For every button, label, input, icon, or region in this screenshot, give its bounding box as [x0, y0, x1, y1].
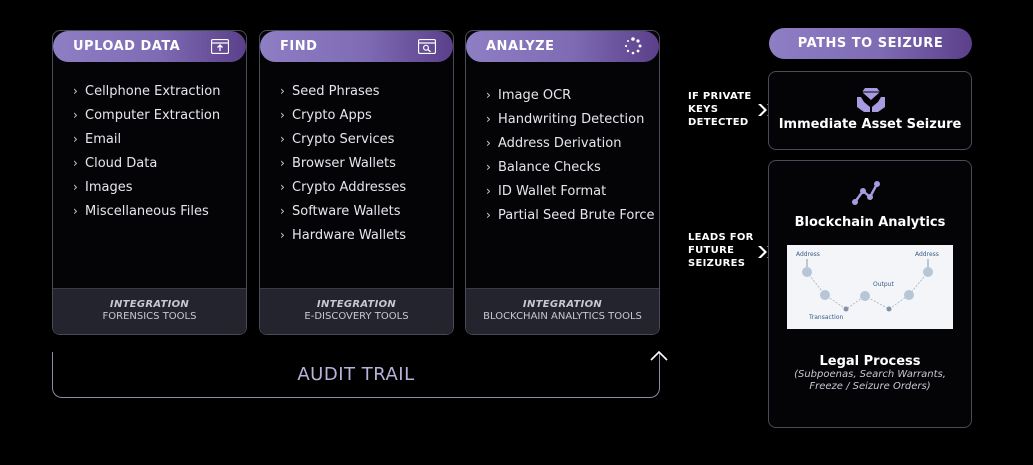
chevron-right-icon: ›: [486, 112, 491, 126]
list-item: ›Cellphone Extraction: [73, 83, 221, 99]
upload-data-list: ›Cellphone Extraction ›Computer Extracti…: [73, 79, 220, 223]
list-item: ›Address Derivation: [486, 135, 622, 151]
private-keys-label: IF PRIVATE KEYS DETECTED: [688, 91, 752, 128]
upload-icon: [211, 39, 229, 54]
integration-title: INTEGRATION: [522, 299, 603, 310]
legal-process-subtitle: (Subpoenas, Search Warrants, Freeze / Se…: [794, 369, 946, 392]
graph-nodes-icon: [852, 181, 880, 205]
list-item: ›Balance Checks: [486, 159, 601, 175]
analyze-list: ›Image OCR ›Handwriting Detection ›Addre…: [486, 83, 655, 227]
legal-process-title: Legal Process: [819, 354, 921, 369]
ediscovery-integration: INTEGRATION E-DISCOVERY TOOLS: [260, 288, 453, 334]
integration-title: INTEGRATION: [109, 299, 190, 310]
chevron-right-icon: ›: [280, 228, 285, 242]
list-item: ›Email: [73, 131, 122, 147]
integration-subtitle: FORENSICS TOOLS: [102, 311, 197, 322]
list-item: ›Partial Seed Brute Force: [486, 207, 655, 223]
immediate-seizure-title: Immediate Asset Seizure: [778, 117, 962, 132]
blockchain-analytics-box: Blockchain Analytics Address Address Out…: [768, 160, 972, 428]
forensics-integration: INTEGRATION FORENSICS TOOLS: [53, 288, 246, 334]
paths-to-seizure-title: PATHS TO SEIZURE: [797, 36, 944, 51]
chevron-up-icon: [650, 350, 668, 361]
address-left-label: Address: [796, 251, 820, 258]
chevron-right-icon: ›: [486, 88, 491, 102]
chevron-right-icon: ›: [73, 132, 78, 146]
chevron-right-icon: ›: [73, 108, 78, 122]
list-item: ›Crypto Services: [280, 131, 395, 147]
audit-trail-title: AUDIT TRAIL: [297, 364, 415, 385]
upload-data-column: UPLOAD DATA ›Cellphone Extraction ›Compu…: [52, 30, 247, 335]
find-list: ›Seed Phrases ›Crypto Apps ›Crypto Servi…: [280, 79, 406, 247]
find-column: FIND ›Seed Phrases ›Crypto Apps ›Crypto …: [259, 30, 454, 335]
hand-diamond-icon: [857, 88, 885, 112]
chevron-right-icon: ›: [280, 204, 285, 218]
chevron-right-icon: ›: [73, 204, 78, 218]
integration-subtitle: BLOCKCHAIN ANALYTICS TOOLS: [483, 311, 642, 322]
loading-dots-icon: [624, 37, 642, 55]
list-item: ›Computer Extraction: [73, 107, 221, 123]
transaction-graph-image: Address Address Output Transaction: [787, 245, 953, 329]
list-item: ›Crypto Apps: [280, 107, 372, 123]
integration-title: INTEGRATION: [316, 299, 397, 310]
find-header: FIND: [260, 31, 453, 62]
list-item: ›Image OCR: [486, 87, 572, 103]
output-label: Output: [873, 281, 894, 288]
chevron-right-icon: ›: [486, 160, 491, 174]
chevron-right-icon: ›: [280, 156, 285, 170]
list-item: ›Cloud Data: [73, 155, 158, 171]
address-right-label: Address: [915, 251, 939, 258]
immediate-seizure-box: Immediate Asset Seizure: [768, 71, 972, 150]
analyze-column: ANALYZE ›Image OCR ›Handwriting Detectio…: [465, 30, 660, 335]
audit-trail: AUDIT TRAIL: [52, 352, 660, 398]
analyze-header: ANALYZE: [466, 31, 659, 62]
chevron-right-icon: ›: [280, 132, 285, 146]
list-item: ›Images: [73, 179, 133, 195]
list-item: ›Browser Wallets: [280, 155, 396, 171]
transaction-label: Transaction: [808, 314, 844, 321]
chevron-right-icon: ›: [280, 180, 285, 194]
chevron-right-icon: ›: [73, 84, 78, 98]
upload-data-header: UPLOAD DATA: [53, 31, 246, 62]
search-window-icon: [418, 39, 436, 54]
chevron-right-icon: ›: [280, 84, 285, 98]
chevron-right-icon: ›: [486, 208, 491, 222]
list-item: ›Crypto Addresses: [280, 179, 407, 195]
list-item: ›Miscellaneous Files: [73, 203, 209, 219]
upload-data-title: UPLOAD DATA: [73, 39, 181, 54]
list-item: ›Hardware Wallets: [280, 227, 406, 243]
chevron-right-icon: ›: [486, 136, 491, 150]
list-item: ›Software Wallets: [280, 203, 401, 219]
find-title: FIND: [280, 39, 318, 54]
list-item: ›Seed Phrases: [280, 83, 380, 99]
leads-label: LEADS FOR FUTURE SEIZURES: [688, 232, 754, 269]
blockchain-integration: INTEGRATION BLOCKCHAIN ANALYTICS TOOLS: [466, 288, 659, 334]
list-item: ›Handwriting Detection: [486, 111, 645, 127]
chevron-right-icon: ›: [486, 184, 491, 198]
chevron-right-icon: ›: [280, 108, 285, 122]
integration-subtitle: E-DISCOVERY TOOLS: [304, 311, 409, 322]
blockchain-analytics-title: Blockchain Analytics: [794, 215, 946, 230]
chevron-right-icon: ›: [73, 180, 78, 194]
list-item: ›ID Wallet Format: [486, 183, 607, 199]
chevron-right-icon: ›: [73, 156, 78, 170]
analyze-title: ANALYZE: [486, 39, 555, 54]
paths-to-seizure-header: PATHS TO SEIZURE: [769, 28, 972, 59]
